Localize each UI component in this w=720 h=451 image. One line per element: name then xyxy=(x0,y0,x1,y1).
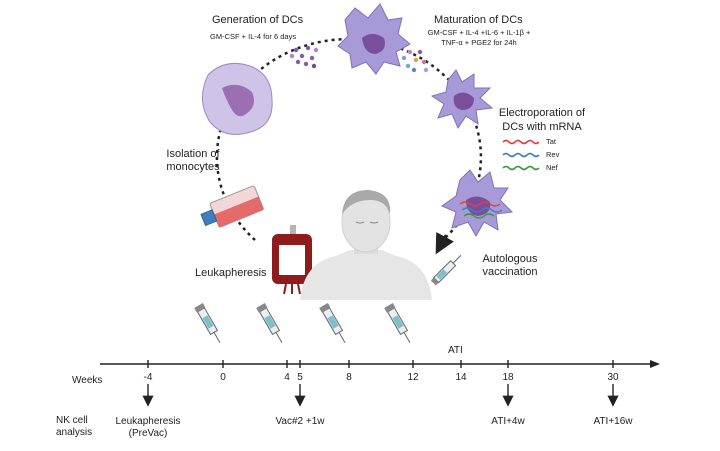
nk-point-label-1: Vac#2 +1w xyxy=(275,416,324,428)
tick-label-5: 12 xyxy=(407,372,419,383)
gene-label-tat: Tat xyxy=(546,137,557,146)
leukapheresis-label: Leukapheresis xyxy=(195,267,267,279)
vaccination-label-line2: vaccination xyxy=(482,266,538,278)
nk-label-line2: analysis xyxy=(56,427,93,438)
mrna-rev-strand xyxy=(502,152,540,158)
nk-point-line1: Leukapheresis xyxy=(115,416,181,427)
nk-point-label-2: ATI+4w xyxy=(491,416,524,428)
mrna-tat-strand xyxy=(502,139,540,145)
tick-label-8: 30 xyxy=(607,372,619,383)
tick-label-6: 14 xyxy=(455,372,467,383)
timeline-syringe-icon xyxy=(256,303,283,344)
gene-label-nef: Nef xyxy=(546,163,558,172)
nk-point-line1: ATI+16w xyxy=(593,416,633,427)
nk-point-line1: ATI+4w xyxy=(491,416,525,427)
immature-dc-cell xyxy=(337,3,411,75)
nk-point-line1: Vac#2 +1w xyxy=(275,416,325,427)
nk-cell-analysis-label: NK cell analysis xyxy=(56,415,92,439)
isolation-label-line2: monocytes xyxy=(166,161,220,173)
cycle-arrow-to-vaccination xyxy=(435,232,454,255)
mrna-strands xyxy=(502,139,540,171)
cytokine-dots-left xyxy=(289,45,319,69)
ati-label: ATI xyxy=(448,345,463,356)
tick-label-2: 4 xyxy=(284,372,290,383)
generation-detail: GM-CSF + IL-4 for 6 days xyxy=(210,32,297,41)
nk-point-label-3: ATI+16w xyxy=(594,416,633,428)
timeline-arrowhead xyxy=(650,360,660,368)
isolation-label-line1: Isolation of xyxy=(166,148,220,160)
electroporated-dc-cell xyxy=(440,169,514,238)
tick-label-3: 5 xyxy=(297,372,303,383)
maturation-detail-line2: TNF-α + PGE2 for 24h xyxy=(441,38,517,47)
tick-label-1: 0 xyxy=(220,372,226,383)
vaccination-label-line1: Autologous xyxy=(482,253,538,265)
weeks-label: Weeks xyxy=(72,375,103,386)
culture-flask xyxy=(200,185,264,228)
timeline-syringe-icon xyxy=(319,303,346,344)
mrna-nef-strand xyxy=(502,165,540,171)
electroporation-title-line1: Electroporation of xyxy=(498,107,586,119)
electroporation-title-line2: DCs with mRNA xyxy=(502,121,582,133)
tick-label-4: 8 xyxy=(346,372,352,383)
maturation-detail-line1: GM-CSF + IL-4 +IL-6 + IL-1β + xyxy=(427,28,531,37)
tick-label-7: 18 xyxy=(502,372,514,383)
person xyxy=(300,190,432,300)
nk-point-label-0: Leukapheresis(PreVac) xyxy=(115,416,180,440)
maturation-title: Maturation of DCs xyxy=(434,14,523,26)
nk-label-line1: NK cell xyxy=(56,415,88,426)
timeline-syringe-icon xyxy=(194,303,221,344)
gene-label-rev: Rev xyxy=(546,150,560,159)
tick-label-0: -4 xyxy=(143,372,153,383)
nk-point-line2: (PreVac) xyxy=(128,428,168,439)
cytokine-dots-right xyxy=(401,49,429,73)
blood-bag xyxy=(272,225,312,295)
timeline-syringe-icon xyxy=(384,303,411,344)
monocyte-cell xyxy=(202,63,273,135)
generation-title: Generation of DCs xyxy=(212,14,304,26)
vaccination-syringe-icon xyxy=(430,255,462,286)
mature-dc-cell xyxy=(430,69,494,130)
